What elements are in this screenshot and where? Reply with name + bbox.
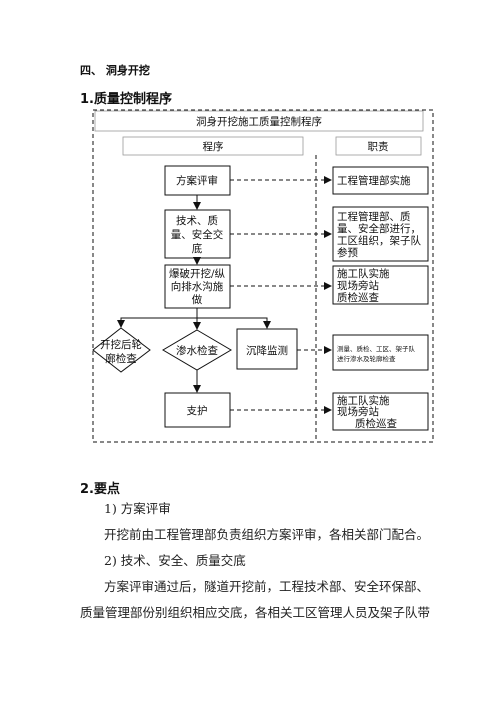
step-support-label: 支护: [187, 404, 208, 417]
column-header-duty-box: [335, 136, 422, 156]
subheading-key-points: 2.要点: [80, 482, 120, 497]
step-blast-line1: 爆破开挖/纵: [169, 267, 226, 280]
column-header-procedure: 程序: [203, 140, 224, 153]
step-blast-line3: 做: [192, 293, 203, 306]
duty-4-line1: 测量、质检、工区、架子队: [337, 344, 416, 353]
step-contour-line2: 廓检查: [105, 352, 137, 365]
step-support-box: [164, 392, 231, 428]
step-review-label: 方案评审: [176, 174, 218, 187]
duty-3-line1: 施工队实施: [337, 267, 390, 280]
duty-3-line3: 质检巡查: [337, 291, 379, 304]
step-settlement-box: [236, 328, 298, 370]
step-contour-line1: 开挖后轮: [100, 338, 142, 351]
flowchart-title: 洞身开挖施工质量控制程序: [196, 115, 322, 128]
item2-line2: 质量管理部份别组织相应交底，各相关工区管理人员及架子队带: [80, 605, 431, 620]
step-briefing-line3: 底: [192, 242, 203, 255]
section-heading: 四、 洞身开挖: [80, 64, 150, 77]
duty-5-line2: 现场旁站: [337, 405, 379, 418]
duty-box-4: [332, 334, 429, 371]
step-seepage-label: 渗水检查: [176, 344, 218, 357]
item1-text: 开挖前由工程管理部负责组织方案评审，各相关部门配合。: [104, 527, 430, 542]
duty-box-5: [332, 392, 429, 431]
flow-arrow-to-contour: [117, 317, 197, 328]
step-settlement-label: 沉降监测: [246, 344, 288, 357]
column-header-procedure-box: [122, 136, 304, 156]
quality-control-flowchart: 洞身开挖施工质量控制程序 程序 职责 方案评审 技术、质 量、安全交 底 爆破开…: [92, 109, 434, 443]
flowchart-title-box: [94, 110, 424, 132]
step-review-box: [164, 165, 231, 196]
step-briefing-line2: 量、安全交: [171, 228, 224, 241]
duty-2-line3: 工区组织，架子队: [337, 234, 421, 247]
step-briefing-line1: 技术、质: [176, 214, 218, 227]
duty-2-line2: 量、安全部进行，: [337, 222, 421, 235]
duty-2-line4: 参预: [337, 246, 358, 259]
step-blast-box: [164, 264, 231, 309]
duty-box-2: [332, 206, 429, 262]
duty-4-line2: 进行渗水及轮廓检查: [337, 354, 396, 363]
step-contour-diamond: [92, 327, 151, 373]
item2-title: 2) 技术、安全、质量交底: [104, 553, 246, 568]
duty-5-line1: 施工队实施: [337, 394, 390, 407]
item1-title: 1) 方案评审: [104, 501, 171, 516]
duty-2-line1: 工程管理部、质: [337, 210, 411, 223]
subheading-quality-control: 1.质量控制程序: [80, 92, 172, 107]
flowchart-outer-frame: [92, 109, 434, 443]
column-header-duty: 职责: [368, 140, 389, 153]
item2-line1: 方案评审通过后，隧道开挖前，工程技术部、安全环保部、: [104, 579, 430, 594]
duty-5-line3: 质检巡查: [355, 417, 397, 430]
step-blast-line2: 向排水沟施: [171, 280, 224, 293]
duty-3-line2: 现场旁站: [337, 279, 379, 292]
duty-box-1: [332, 166, 429, 195]
duty-1-line1: 工程管理部实施: [337, 174, 411, 187]
duty-box-3: [332, 265, 429, 305]
flow-arrow-to-settlement: [197, 317, 271, 329]
